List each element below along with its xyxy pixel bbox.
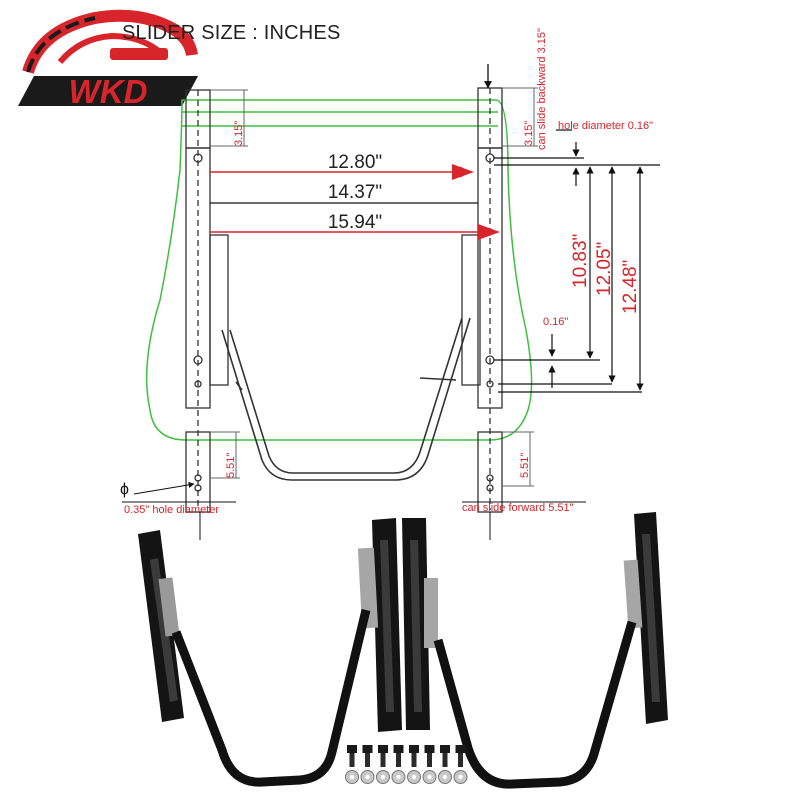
width-outer-label: 15.94": [328, 212, 382, 233]
bolt-shank: [396, 753, 401, 767]
hardware-set: [345, 745, 468, 784]
width-mid-label: 14.37": [328, 182, 382, 203]
washer-hole: [411, 774, 417, 780]
seat-outline: [145, 99, 533, 441]
bolt-head: [440, 745, 450, 753]
length-b-label: 12.05": [594, 242, 615, 296]
slide-back-dimensions: [210, 87, 538, 147]
bolt-shank: [365, 753, 370, 767]
washer-hole: [380, 774, 386, 780]
left-bracket-assembly: [138, 518, 402, 787]
washer-hole: [365, 774, 370, 780]
washer-hole: [349, 774, 355, 780]
bolt-head: [455, 745, 466, 753]
bolt-shank: [411, 753, 417, 767]
slide-back-left-label: 3.15": [233, 121, 245, 146]
logo-text: WKD: [69, 73, 148, 110]
washer-hole: [427, 774, 432, 780]
slide-back-right-label: 3.15": [523, 121, 535, 146]
right-slider-rail: [461, 64, 503, 513]
slide-back-note: can slide backward 3.15": [536, 28, 548, 150]
big-hole-callout: [122, 481, 586, 503]
width-inner-label: 12.80": [328, 152, 382, 173]
bolt-head: [409, 745, 419, 753]
slide-forward-dimensions: [199, 431, 534, 540]
slide-fwd-note: can slide forward 5.51": [462, 502, 574, 514]
width-dimensions: [210, 164, 500, 240]
left-slider-rail: [185, 89, 229, 513]
bolt-head: [393, 745, 404, 753]
right-bracket-assembly: [402, 512, 668, 789]
frame-crossbar: [221, 317, 471, 481]
big-hole-label: 0.35" hole diameter: [124, 504, 219, 516]
bolt-shank: [349, 753, 355, 767]
slide-fwd-right-label: 5.51": [519, 453, 531, 478]
hole-offset-label: 0.16": [543, 316, 568, 328]
bolt-head: [378, 745, 388, 753]
bolt-shank: [458, 753, 463, 767]
phi-symbol: ϕ: [120, 481, 129, 498]
page-title: SLIDER SIZE : INCHES: [122, 22, 341, 44]
bolt-head: [424, 745, 435, 753]
length-c-label: 12.48": [620, 260, 641, 314]
length-dimensions: [494, 164, 660, 393]
bolt-head: [362, 745, 373, 753]
bolt-shank: [380, 753, 386, 767]
slide-fwd-left-label: 5.51": [225, 453, 237, 478]
bolt-shank: [427, 753, 432, 767]
washer-hole: [458, 774, 463, 780]
small-hole-callout: [494, 129, 584, 186]
washer-hole: [442, 774, 448, 780]
washer-hole: [396, 774, 401, 780]
small-hole-label: hole diameter 0.16": [558, 120, 653, 132]
length-a-label: 10.83": [570, 234, 591, 288]
bolt-shank: [442, 753, 448, 767]
brand-logo: WKD: [18, 9, 198, 110]
bolt-head: [347, 745, 357, 753]
